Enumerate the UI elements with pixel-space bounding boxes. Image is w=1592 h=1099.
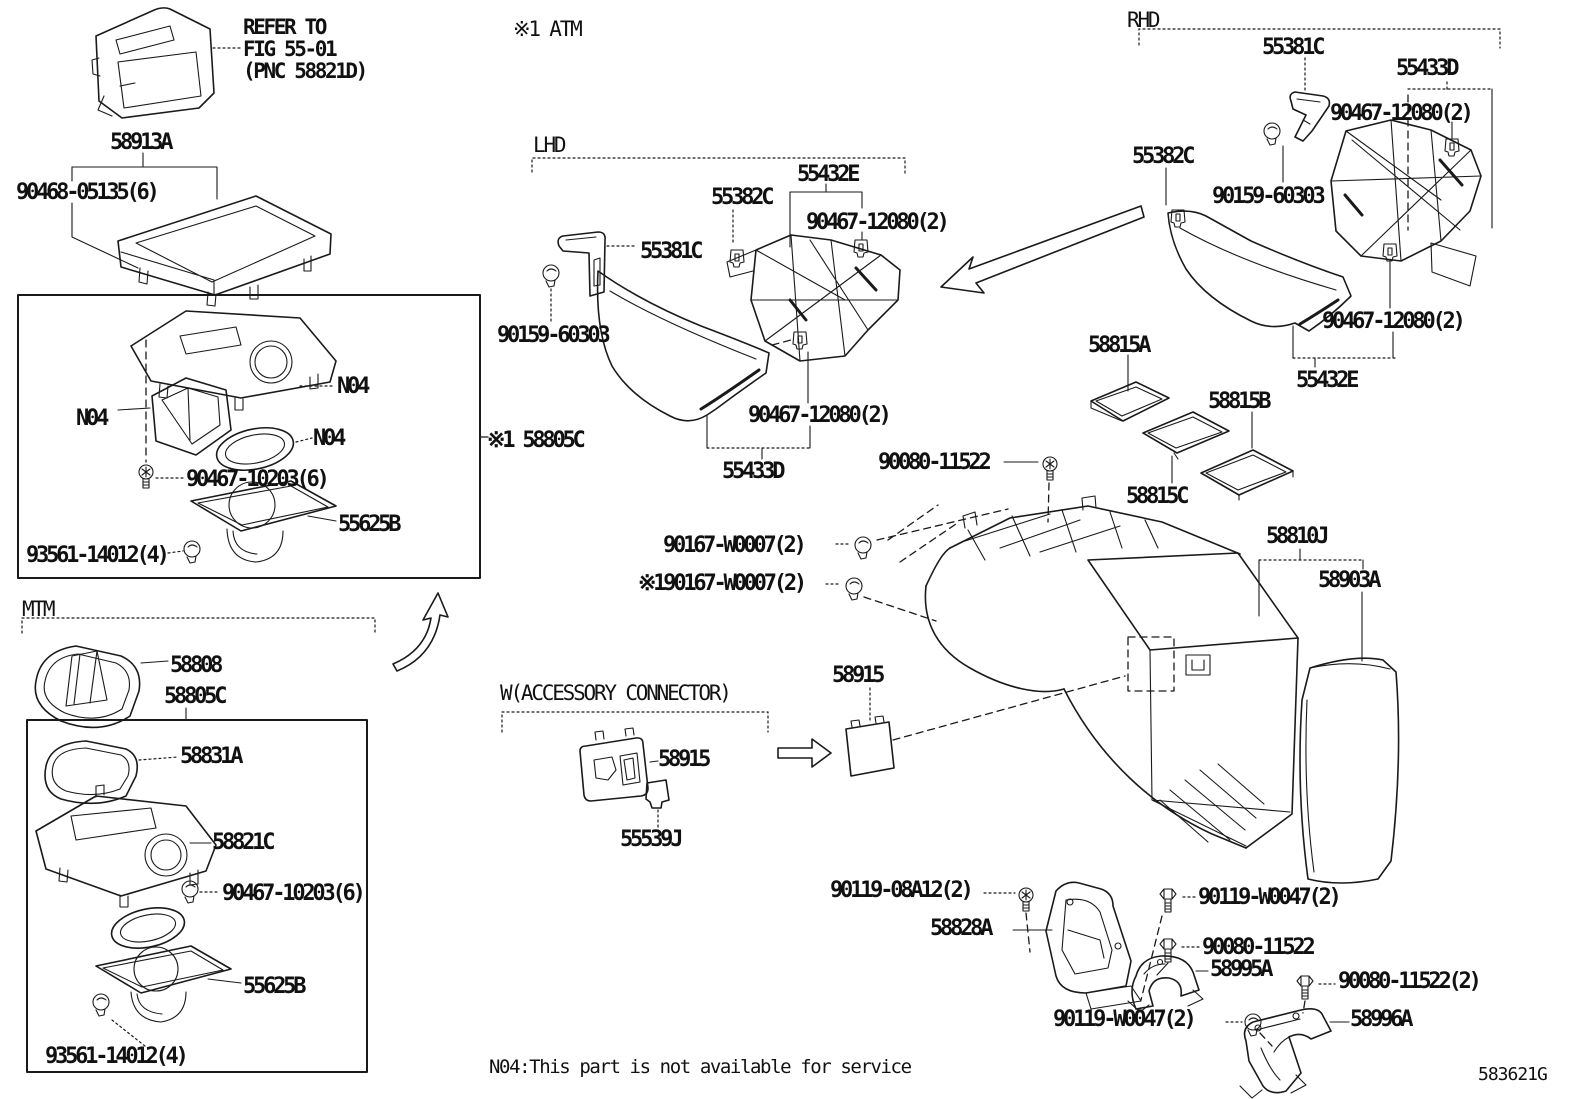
callout-55432e-lhd: 55432E	[797, 162, 860, 187]
callout-55382c-rhd: 55382C	[1132, 144, 1195, 169]
tag-rhd: RHD	[1127, 8, 1161, 32]
accessory-connector-group	[501, 711, 832, 829]
callout-58995a: 58995A	[1210, 957, 1273, 982]
callout-58831a: 58831A	[180, 744, 243, 769]
part-58821d-cover-sketch	[91, 7, 242, 119]
callout-90468-05135: 90468-05135(6)	[16, 180, 160, 205]
callout-93561-box2: 93561-14012(4)	[45, 1044, 189, 1069]
callout-55381c-lhd: 55381C	[640, 239, 703, 264]
callout-55432e-rhd: 55432E	[1296, 368, 1359, 393]
callout-90467-12080-lhd-top: 90467-12080(2)	[806, 210, 950, 235]
callout-58808: 58808	[170, 653, 223, 678]
callout-58810j: 58810J	[1266, 524, 1329, 549]
bottom-brackets-group	[983, 881, 1350, 1099]
callout-58821c: 58821C	[212, 830, 275, 855]
rhd-group	[940, 28, 1501, 368]
callout-90167-top: 90167-W0007(2)	[663, 533, 807, 558]
mats-group	[1090, 354, 1294, 501]
callout-90467-10203-box1: 90467-10203(6)	[186, 467, 330, 492]
footnote: N04:This part is not available for servi…	[489, 1056, 912, 1078]
callout-58828a: 58828A	[930, 916, 993, 941]
callout-90159-rhd: 90159-60303	[1212, 184, 1326, 209]
tag-lhd: LHD	[533, 133, 567, 157]
part-58913a-sketch	[71, 152, 332, 307]
callout-93561-box1: 93561-14012(4)	[26, 543, 170, 568]
callout-90167-bot: ※190167-W0007(2)	[638, 571, 807, 596]
callout-90467-12080-lhd-bot: 90467-12080(2)	[748, 403, 892, 428]
callout-58903a: 58903A	[1318, 568, 1381, 593]
center-fasteners	[825, 456, 1058, 622]
callout-58815b: 58815B	[1208, 389, 1271, 414]
callout-58805c-atm: ※1 58805C	[487, 428, 586, 453]
callout-55625b-box2: 55625B	[243, 974, 306, 999]
panel-group-box-atm	[17, 294, 481, 579]
callout-n04-mid: N04	[313, 426, 346, 451]
callout-55433d-lhd: 55433D	[722, 459, 785, 484]
refer-note-line3: (PNC 58821D)	[243, 59, 368, 83]
panel-58903a-sketch	[1299, 591, 1400, 884]
callout-58913a: 58913A	[110, 130, 173, 155]
callout-55539j: 55539J	[620, 827, 683, 852]
callout-58815a: 58815A	[1088, 333, 1151, 358]
callout-58815c: 58815C	[1126, 484, 1189, 509]
callout-90467-12080-rhd-top: 90467-12080(2)	[1330, 101, 1474, 126]
diagram-code: 583621G	[1478, 1064, 1548, 1085]
callout-58805c-mtm: 58805C	[164, 684, 227, 709]
refer-note-line2: FIG 55-01	[243, 37, 338, 61]
callout-90080-mid: 90080-11522	[1202, 935, 1316, 960]
callout-90080-center: 90080-11522	[878, 450, 992, 475]
callout-90159-lhd: 90159-60303	[497, 323, 611, 348]
callout-58996a: 58996A	[1350, 1007, 1413, 1032]
callout-58915-accessory: 58915	[658, 747, 711, 772]
callout-58915-console: 58915	[832, 663, 885, 688]
callout-90467-10203-box2: 90467-10203(6)	[222, 881, 366, 906]
callout-n04-left: N04	[76, 406, 109, 431]
callout-90467-12080-rhd-bot: 90467-12080(2)	[1322, 309, 1466, 334]
refer-note-line1: REFER TO	[243, 15, 327, 39]
callout-90119-08a12: 90119-08A12(2)	[830, 878, 974, 903]
tag-mtm: MTM	[22, 597, 56, 621]
callout-55382c-lhd: 55382C	[711, 185, 774, 210]
callout-55433d-rhd: 55433D	[1396, 56, 1459, 81]
tag-atm: ※1 ATM	[513, 17, 583, 41]
callout-90119-w0047-bot: 90119-W0047(2)	[1053, 1007, 1197, 1032]
callout-90119-w0047-top: 90119-W0047(2)	[1198, 885, 1342, 910]
panel-group-box-mtm	[26, 719, 368, 1073]
lhd-group	[480, 157, 906, 460]
tag-accessory-connector: W(ACCESSORY CONNECTOR)	[500, 681, 732, 705]
callout-n04-right: N04	[337, 374, 370, 399]
callout-90080-x2: 90080-11522(2)	[1338, 969, 1482, 994]
console-58810j-sketch	[887, 495, 1364, 849]
mtm-group	[21, 592, 449, 729]
callout-55625b-box1: 55625B	[338, 512, 401, 537]
callout-55381c-rhd: 55381C	[1262, 35, 1325, 60]
lid-58915-sketch	[845, 687, 895, 777]
